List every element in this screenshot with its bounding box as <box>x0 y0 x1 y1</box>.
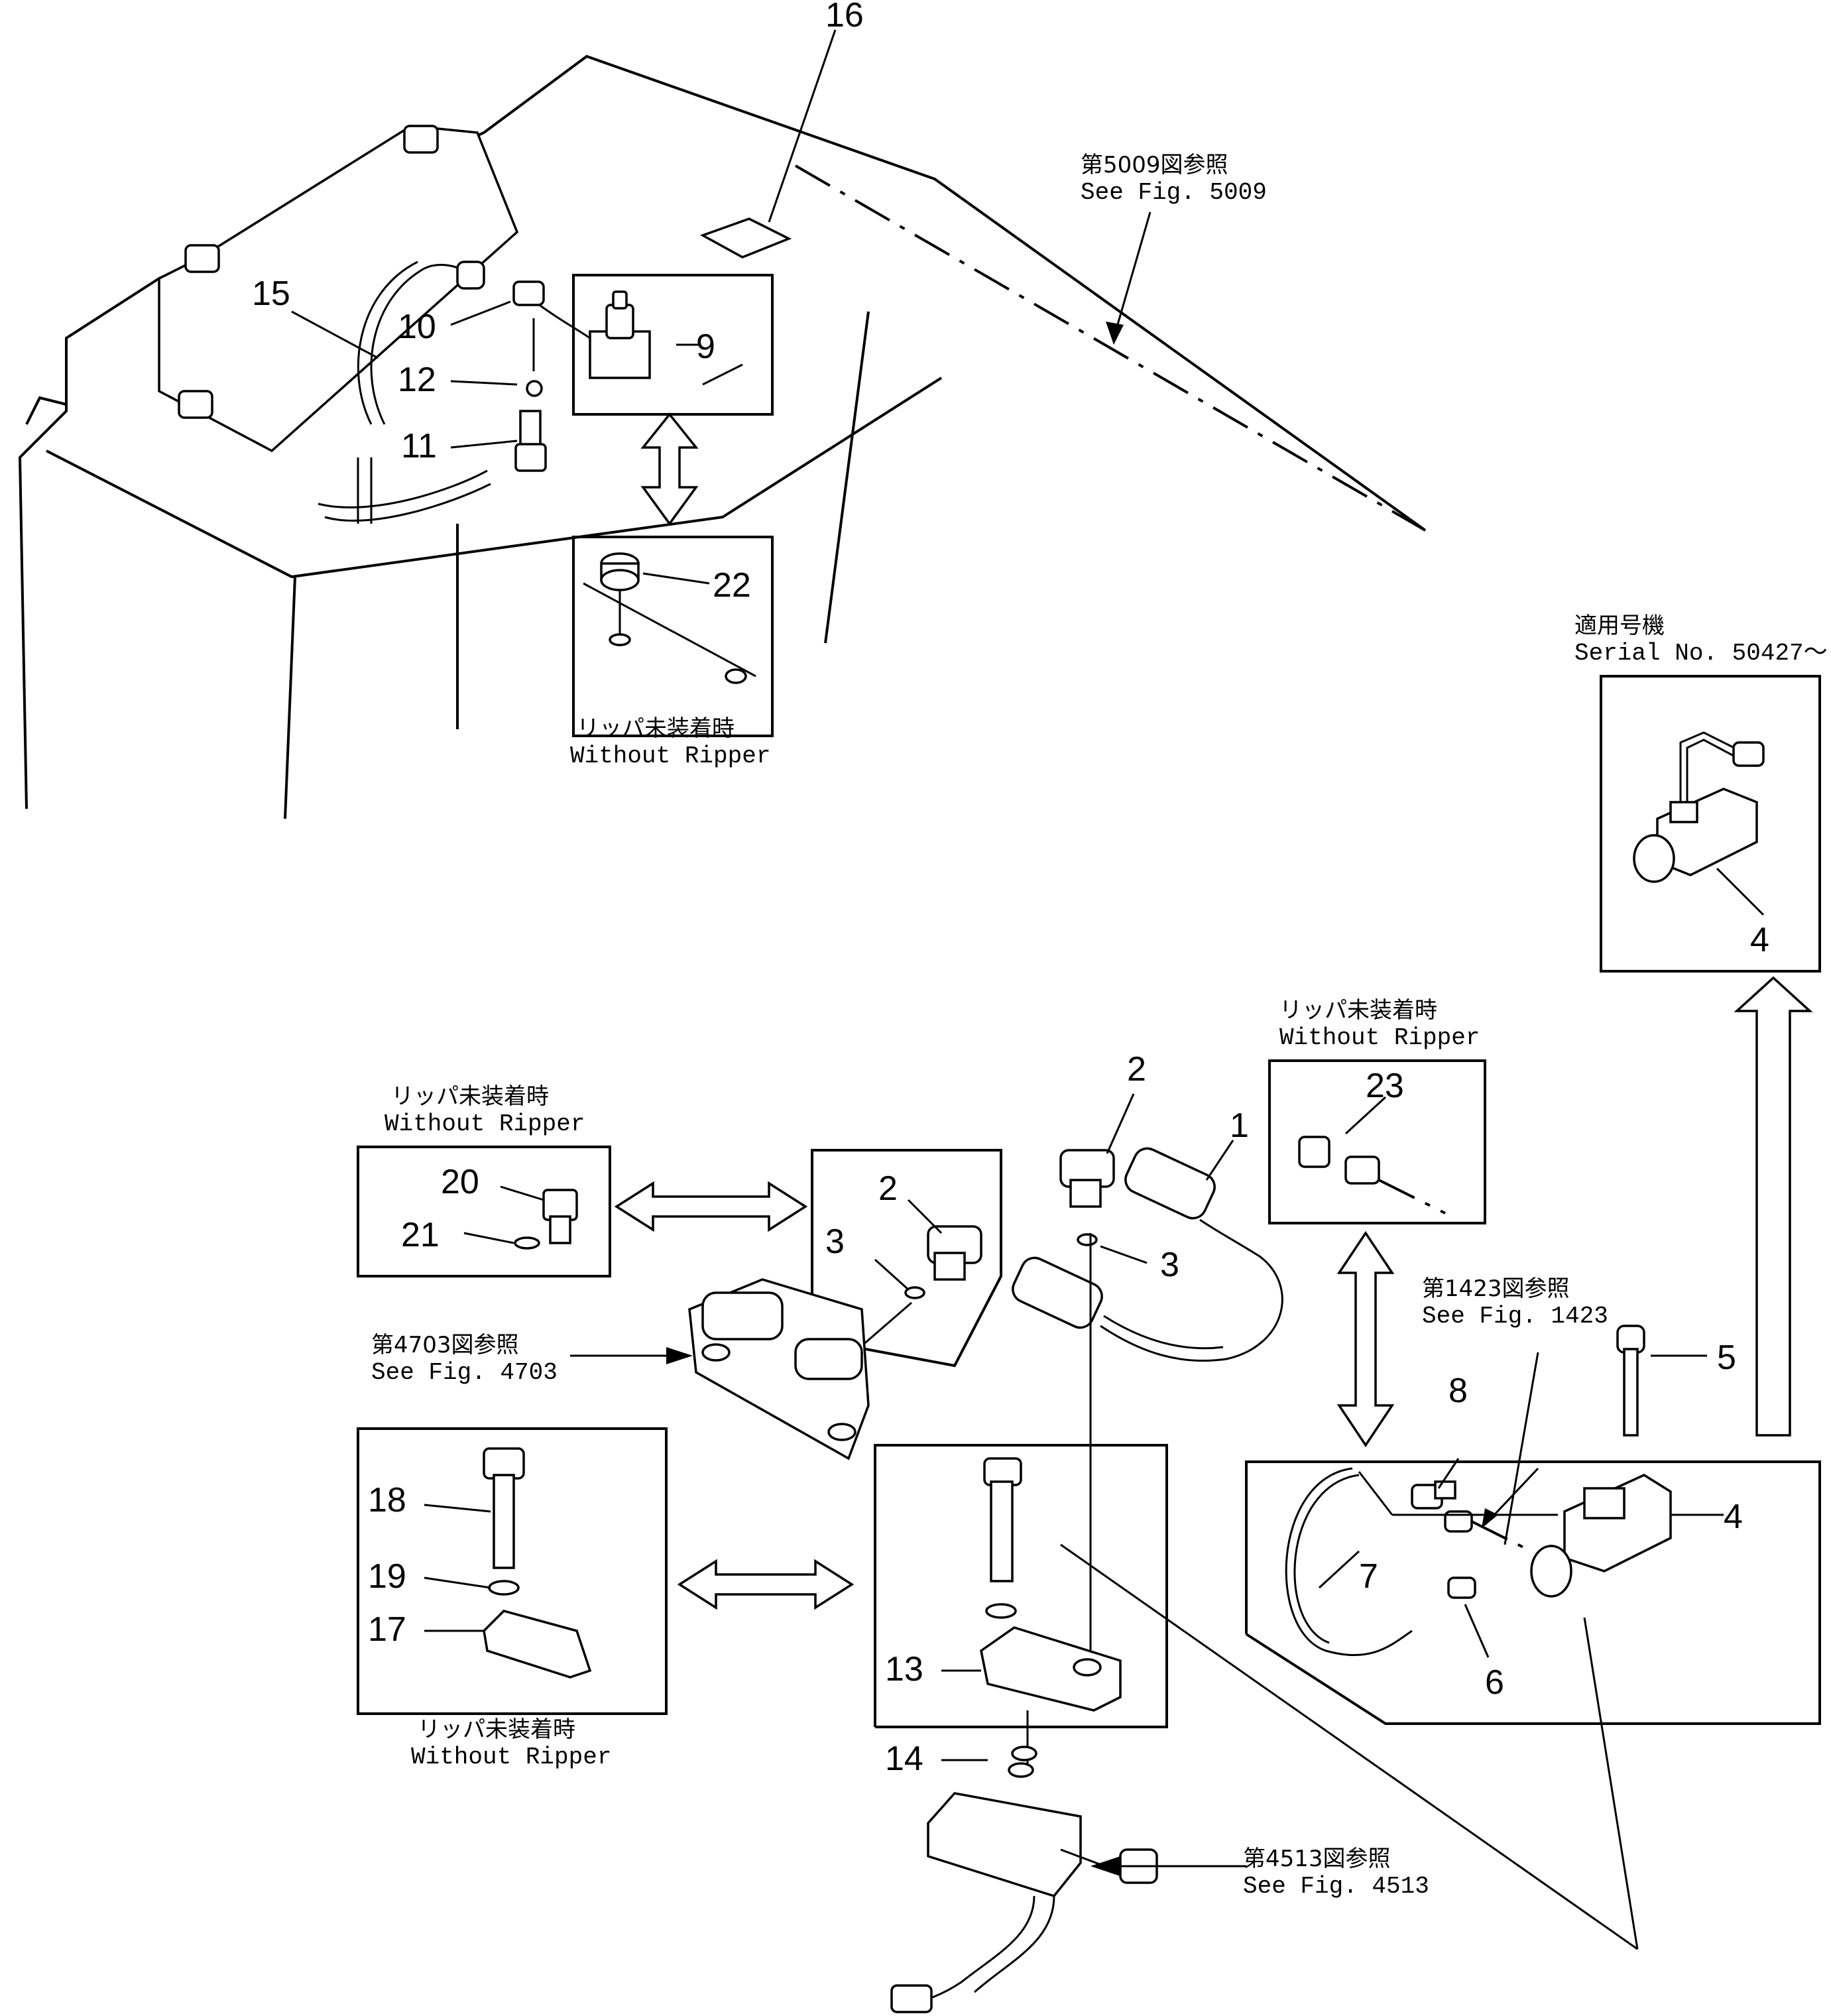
without-ripper-jp-1: リッパ未装着時 <box>577 715 735 742</box>
without-ripper-en-2: Without Ripper <box>1279 1024 1480 1051</box>
double-arrow-horizontal-1 <box>614 1181 808 1232</box>
plug-22-box <box>572 536 774 737</box>
ref-5009-en: See Fig. 5009 <box>1081 179 1267 206</box>
callout-3-upper: 3 <box>1160 1246 1179 1284</box>
callout-14: 14 <box>885 1740 923 1778</box>
callout-23: 23 <box>1366 1067 1404 1105</box>
ref-5009-jp: 第5009図参照 <box>1081 152 1228 178</box>
callout-13: 13 <box>885 1650 923 1689</box>
switch-9-box <box>512 274 774 472</box>
without-ripper-jp-2: リッパ未装着時 <box>1279 997 1437 1024</box>
harness-15 <box>318 261 491 524</box>
without-ripper-jp-3: リッパ未装着時 <box>391 1083 549 1110</box>
callout-3-lower: 3 <box>825 1222 845 1261</box>
spacer-13-box <box>874 1444 1638 1950</box>
callout-18: 18 <box>368 1481 406 1519</box>
callout-17: 17 <box>368 1610 406 1649</box>
double-arrow-horizontal-2 <box>677 1559 855 1610</box>
callout-9: 9 <box>696 327 715 366</box>
callout-8: 8 <box>1448 1372 1468 1410</box>
reference-labels: 第5009図参照 See Fig. 5009 リッパ未装着時 Without R… <box>371 152 1828 1900</box>
callout-20: 20 <box>441 1163 479 1201</box>
callout-2-upper: 2 <box>1127 1050 1146 1089</box>
callout-7: 7 <box>1359 1557 1378 1596</box>
solenoid-valve-box <box>1245 1325 1821 1950</box>
callout-21: 21 <box>401 1216 440 1254</box>
callout-15: 15 <box>252 274 290 313</box>
callout-12: 12 <box>398 361 436 399</box>
cap-23-box <box>1268 1059 1486 1224</box>
serial-jp: 適用号機 <box>1574 613 1665 639</box>
callout-19: 19 <box>368 1557 406 1596</box>
without-ripper-en-4: Without Ripper <box>411 1744 611 1771</box>
callout-5: 5 <box>1717 1338 1736 1377</box>
cover-17-18-19-box <box>357 1427 668 1715</box>
elbow-2-3-box <box>811 1149 1002 1368</box>
ref-4513-en: See Fig. 4513 <box>1243 1873 1429 1900</box>
callout-4-main: 4 <box>1724 1498 1743 1536</box>
callout-11: 11 <box>401 427 437 465</box>
callout-1: 1 <box>1230 1106 1249 1145</box>
valve-4513 <box>890 1792 1246 2013</box>
callout-10: 10 <box>398 308 436 346</box>
hose-1 <box>1012 1093 1283 1674</box>
cab-outline <box>18 54 1427 819</box>
ref-1423-en: See Fig. 1423 <box>1422 1303 1608 1330</box>
plug-20-21-box <box>357 1146 611 1277</box>
callout-16: 16 <box>825 0 864 34</box>
ref-4703-en: See Fig. 4703 <box>371 1359 558 1386</box>
callout-2-lower: 2 <box>878 1169 898 1208</box>
without-ripper-en-1: Without Ripper <box>570 742 770 770</box>
arrow-up-right <box>1734 976 1813 1437</box>
valve-block-4703 <box>570 1278 870 1460</box>
ref-1423-jp: 第1423図参照 <box>1422 1275 1570 1302</box>
leaders-top <box>291 29 1152 585</box>
orings-14 <box>941 1746 1037 1778</box>
callout-6: 6 <box>1485 1663 1504 1702</box>
without-ripper-en-3: Without Ripper <box>384 1110 585 1138</box>
double-arrow-vertical-top <box>640 412 699 526</box>
serial-valve-box <box>1600 675 1821 973</box>
serial-en: Serial No. 50427～ <box>1574 640 1828 667</box>
double-arrow-vertical-mid <box>1336 1230 1395 1448</box>
callout-labels: 16 15 10 9 12 11 22 4 2 1 23 2 20 3 21 3… <box>252 0 1769 1778</box>
callout-4-serial: 4 <box>1750 921 1769 959</box>
callout-22: 22 <box>713 566 751 605</box>
ref-4513-jp: 第4513図参照 <box>1243 1846 1391 1872</box>
ref-4703-jp: 第4703図参照 <box>371 1332 519 1358</box>
without-ripper-jp-4: リッパ未装着時 <box>418 1716 575 1743</box>
